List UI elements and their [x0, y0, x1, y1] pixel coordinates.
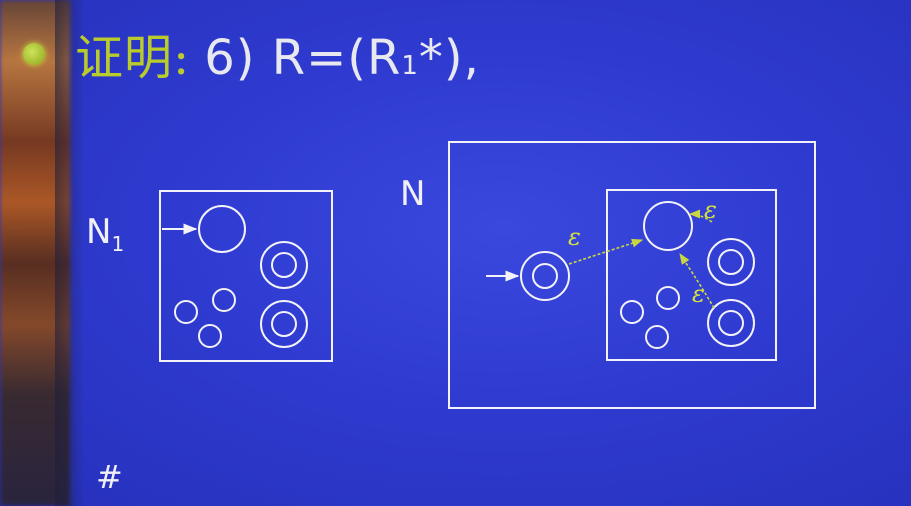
machine-n-box — [448, 141, 816, 409]
final-state-inner — [271, 252, 297, 278]
epsilon-label: ε — [704, 196, 717, 224]
final-state-inner — [718, 249, 744, 275]
state — [645, 325, 669, 349]
final-state-outer — [707, 299, 755, 347]
new-start-state-outer — [520, 251, 570, 301]
machine-n1 — [159, 190, 333, 362]
title-expression-end: *), — [418, 30, 480, 86]
title-subscript: 1 — [401, 51, 419, 81]
bullet-icon — [23, 43, 45, 65]
state — [174, 300, 198, 324]
state — [620, 300, 644, 324]
final-state-inner — [718, 310, 744, 336]
epsilon-transition — [679, 253, 715, 309]
state — [212, 288, 236, 312]
epsilon-label: ε — [568, 223, 581, 251]
state — [656, 286, 680, 310]
epsilon-transition — [688, 209, 713, 223]
footer-mark: # — [96, 458, 123, 496]
machine-n: ε ε ε — [448, 141, 816, 409]
final-state-outer — [260, 300, 308, 348]
epsilon-transition — [568, 238, 644, 265]
label-n: N — [400, 174, 426, 214]
inner-start-state — [643, 201, 693, 251]
inner-n1-box — [606, 189, 777, 361]
state — [198, 324, 222, 348]
epsilon-label: ε — [692, 280, 705, 308]
title-proof-label: 证明: — [75, 30, 191, 86]
new-start-state-inner — [532, 263, 558, 289]
final-state-outer — [707, 238, 755, 286]
start-state — [198, 205, 246, 253]
label-n1: N1 — [86, 212, 125, 256]
final-state-inner — [271, 311, 297, 337]
title-expression: 6) R=(R — [204, 30, 402, 86]
final-state-outer — [260, 241, 308, 289]
machine-n1-box — [159, 190, 333, 362]
